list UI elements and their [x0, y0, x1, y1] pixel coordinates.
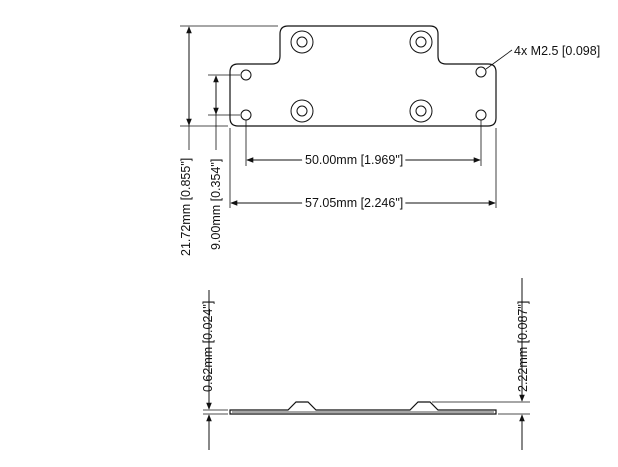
dim-hole-spacing: 50.00mm [1.969"] [305, 153, 403, 167]
dim-total-thickness: 2.22mm [0.087"] [516, 301, 530, 392]
plate-outline [229, 25, 497, 127]
boss-bottom-right [409, 99, 433, 123]
hole-callout-leader [485, 49, 513, 70]
boss-bottom-left [290, 99, 314, 123]
dim-row-spacing: 9.00mm [0.354"] [209, 159, 223, 250]
boss-top-left [290, 30, 314, 54]
dim-plate-thickness: 0.62mm [0.024"] [201, 301, 215, 392]
dim-overall-height: 21.72mm [0.855"] [179, 158, 193, 256]
plate-profile [229, 401, 497, 415]
hole-callout-text: 4x M2.5 [0.098] [514, 44, 600, 58]
mounting-hole-tr [475, 66, 487, 78]
boss-top-right [409, 30, 433, 54]
mounting-hole-tl [240, 69, 252, 81]
dim-overall-width: 57.05mm [2.246"] [305, 196, 403, 210]
top-view: 4x M2.5 [0.098] 21.72mm [0.855"] 9.00mm … [179, 25, 600, 256]
side-view: 0.62mm [0.024"] 2.22mm [0.087"] [201, 278, 530, 450]
